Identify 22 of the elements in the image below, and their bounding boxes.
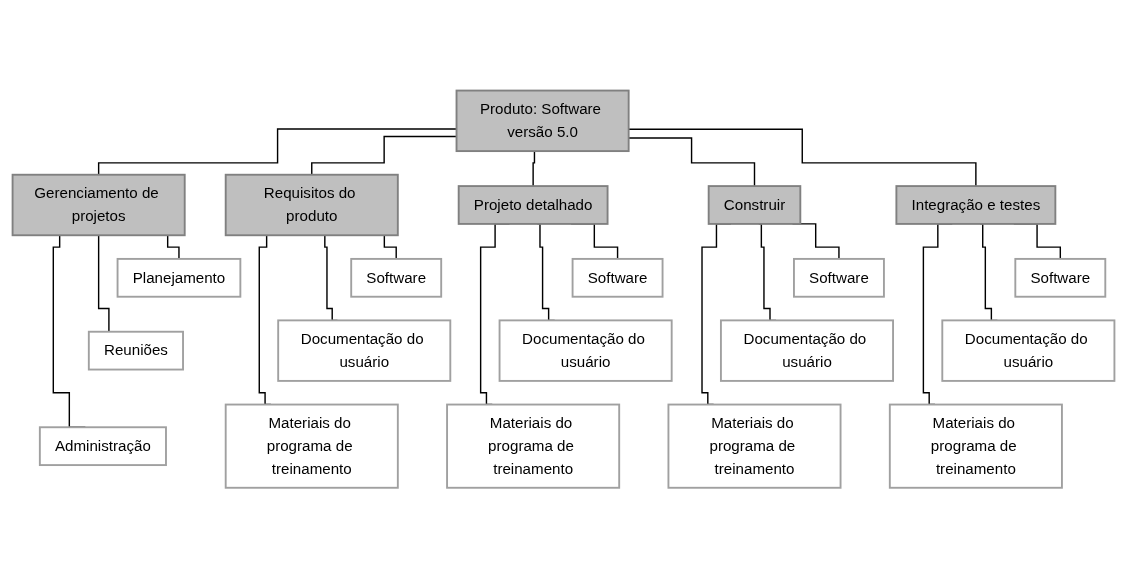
- node-box: Planejamento: [116, 258, 242, 298]
- node-box: Materiais do programa de treinamento: [667, 403, 842, 490]
- node-box: Materiais do programa de treinamento: [224, 403, 399, 490]
- node-box: Produto: Software versão 5.0: [455, 89, 630, 153]
- node-box: Software: [350, 258, 443, 298]
- node-box: Construir: [707, 185, 802, 226]
- node-box: Documentação do usuário: [720, 319, 894, 383]
- node-box: Software: [571, 258, 664, 298]
- node-box: Documentação do usuário: [277, 319, 452, 383]
- node-box: Administração: [38, 426, 167, 467]
- node-box: Materiais do programa de treinamento: [888, 403, 1063, 490]
- node-box: Documentação do usuário: [941, 319, 1116, 383]
- node-box: Software: [793, 258, 885, 298]
- node-box: Projeto detalhado: [457, 185, 609, 226]
- node-box: Reuniões: [87, 331, 184, 371]
- node-box: Requisitos do produto: [224, 174, 399, 237]
- node-box: Materiais do programa de treinamento: [446, 403, 621, 490]
- node-box: Documentação do usuário: [498, 319, 673, 383]
- node-box: Software: [1014, 258, 1107, 298]
- node-box: Gerenciamento de projetos: [11, 174, 186, 237]
- node-box: Integração e testes: [895, 185, 1057, 226]
- connector: [532, 150, 537, 188]
